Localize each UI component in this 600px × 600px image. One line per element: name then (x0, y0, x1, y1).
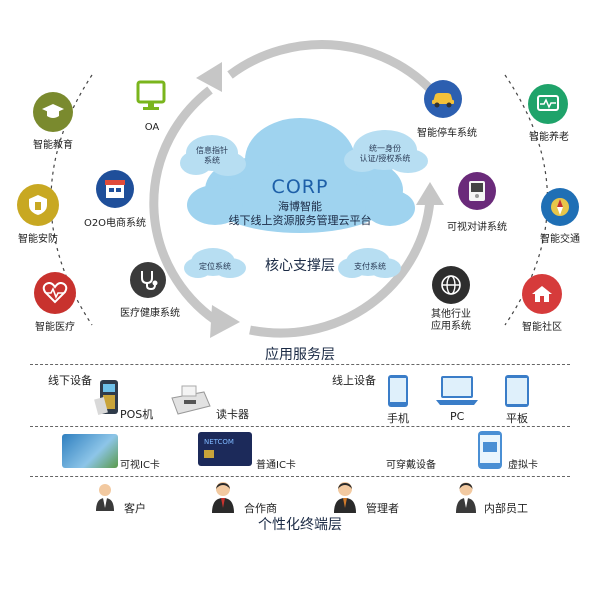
ecommerce-store-icon (96, 170, 134, 208)
customer-avatar-icon (94, 482, 116, 516)
parking-car-icon (424, 80, 462, 118)
central-cloud (187, 118, 415, 233)
phone-icon (386, 374, 410, 412)
manager-avatar-icon (332, 480, 358, 518)
community-house-icon (522, 274, 562, 314)
intercom-icon (458, 172, 496, 210)
label-pc: PC (450, 410, 465, 423)
label-phone: 手机 (387, 412, 409, 425)
label-normal-ic-card: 普通IC卡 (256, 460, 296, 471)
card-reader-icon (168, 378, 212, 422)
label-customer: 客户 (124, 502, 146, 515)
bottom-cycle-arrow (249, 199, 435, 338)
divider-1 (30, 364, 570, 365)
cloud-auth-label: 统一身份 认证/授权系统 (359, 144, 411, 163)
cloud-info (180, 135, 246, 176)
cloud-payment (338, 248, 401, 278)
label-parking: 智能停车系统 (417, 128, 477, 139)
label-oa: OA (144, 122, 160, 133)
right-cycle-arrowhead (416, 182, 444, 205)
cloud-location-label: 定位系统 (199, 262, 231, 271)
top-cycle-arrowhead (196, 62, 222, 92)
center-line2: 线下线上资源服务管理云平台 (228, 214, 372, 227)
label-card-reader: 读卡器 (216, 408, 249, 421)
label-o2o: O2O电商系统 (83, 218, 147, 229)
label-community: 智能社区 (522, 322, 562, 333)
employee-avatar-icon (454, 480, 478, 518)
visual-ic-card-icon (62, 434, 118, 468)
service-layer-label: 应用服务层 (265, 347, 335, 363)
normal-ic-card-icon: NETCOM (198, 432, 252, 466)
stethoscope-icon (130, 262, 166, 298)
pos-terminal-icon (94, 378, 128, 422)
label-health: 医疗健康系统 (120, 308, 180, 319)
label-partner: 合作商 (244, 502, 277, 515)
traffic-compass-icon (541, 188, 579, 226)
cloud-info-label: 信息指针 系统 (196, 146, 228, 165)
label-medical: 智能医疗 (35, 322, 75, 333)
core-layer-label: 核心支撑层 (265, 258, 335, 274)
label-virtual-card: 虚拟卡 (508, 460, 538, 471)
label-other-apps: 其他行业 应用系统 (431, 309, 471, 332)
diagram-graphics (50, 40, 548, 338)
label-tablet: 平板 (506, 412, 528, 425)
other-apps-globe-icon (432, 266, 470, 304)
label-employee: 内部员工 (484, 502, 528, 515)
label-security: 智能安防 (18, 234, 58, 245)
eldercare-monitor-icon (528, 84, 568, 124)
center-title: CORP (271, 176, 329, 198)
medical-heart-icon (34, 272, 76, 314)
oa-monitor-icon (136, 80, 166, 116)
label-education: 智能教育 (33, 140, 73, 151)
offline-devices-title: 线下设备 (48, 374, 92, 387)
divider-2 (30, 426, 570, 427)
virtual-card-phone-icon (477, 430, 503, 474)
terminal-layer-label: 个性化终端层 (258, 517, 342, 533)
label-manager: 管理者 (366, 502, 399, 515)
divider-3 (30, 476, 570, 477)
label-eldercare: 智能养老 (529, 132, 569, 143)
left-cycle-arrowhead (210, 305, 240, 338)
pc-laptop-icon (434, 374, 480, 412)
cloud-auth (344, 130, 428, 173)
cloud-payment-label: 支付系统 (354, 262, 386, 271)
label-traffic: 智能交通 (540, 234, 580, 245)
security-shield-icon (17, 184, 59, 226)
tablet-icon (504, 374, 530, 412)
cloud-location (184, 248, 246, 278)
top-cycle-arrow (227, 40, 444, 103)
partner-avatar-icon (210, 480, 236, 518)
online-devices-title: 线上设备 (332, 374, 376, 387)
center-line1: 海博智能 (278, 200, 322, 213)
education-icon (33, 92, 73, 132)
label-pos: POS机 (120, 408, 154, 421)
label-intercom: 可视对讲系统 (447, 222, 507, 233)
label-wearable: 可穿戴设备 (386, 460, 436, 471)
label-visual-ic-card: 可视IC卡 (120, 460, 160, 471)
svg-text:NETCOM: NETCOM (204, 438, 234, 446)
left-cycle-arrow (149, 86, 218, 324)
